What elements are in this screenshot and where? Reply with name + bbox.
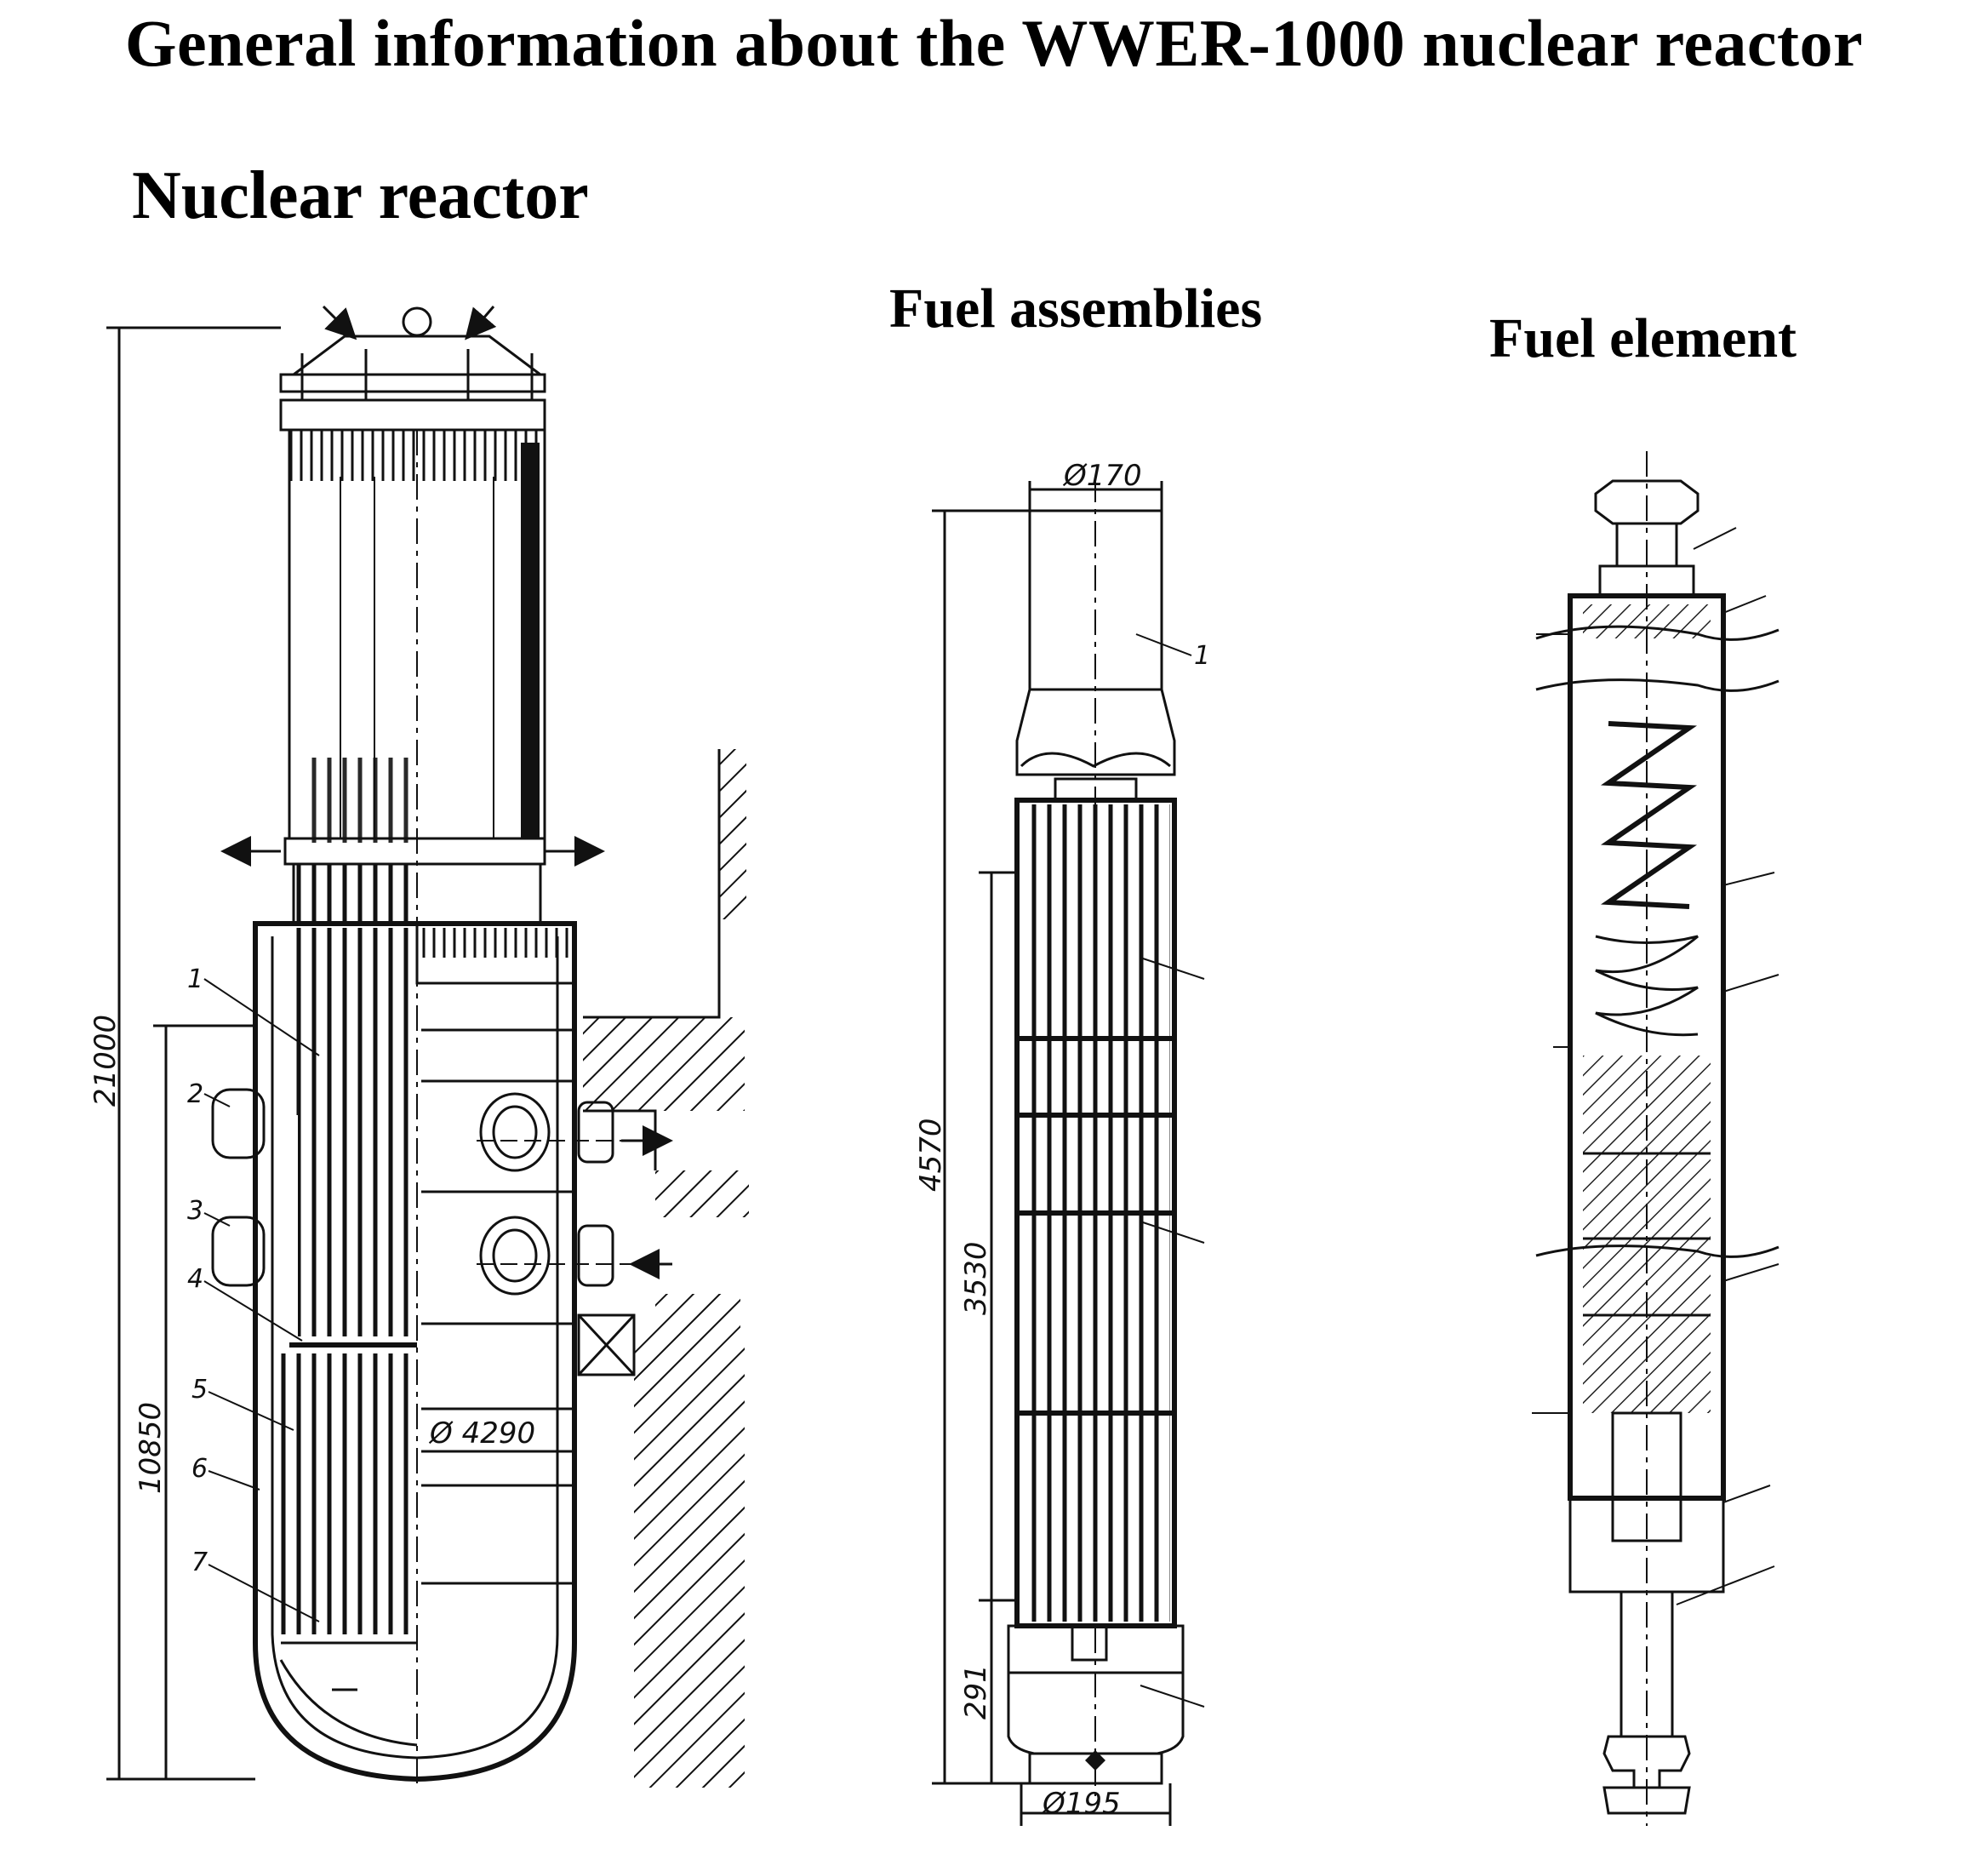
callout-2: 2 bbox=[187, 1079, 203, 1109]
reactor-drawing: 21000 10850 Ø 4290 1 2 3 4 5 6 7 bbox=[89, 305, 749, 1788]
callout-1: 1 bbox=[187, 964, 203, 994]
reactor-vessel bbox=[253, 921, 577, 1782]
dim-fa-bottom-length: 291 bbox=[959, 1664, 993, 1720]
dim-lower-height: 10850 bbox=[134, 1402, 168, 1494]
dim-fa-active-length: 3530 bbox=[959, 1241, 993, 1315]
concrete-wall-upper bbox=[719, 749, 746, 919]
dim-fa-total-length: 4570 bbox=[914, 1118, 948, 1192]
concrete-slot bbox=[655, 1170, 749, 1217]
fuel-assemblies-heading: Fuel assemblies bbox=[889, 278, 1263, 340]
dim-total-height: 21000 bbox=[89, 1015, 123, 1107]
dim-vessel-diameter: Ø 4290 bbox=[428, 1416, 535, 1451]
callout-6: 6 bbox=[191, 1454, 208, 1484]
support-box bbox=[577, 1313, 636, 1376]
fa-callout-1: 1 bbox=[1194, 641, 1210, 671]
page-title: General information about the WWER-1000 … bbox=[124, 6, 1864, 80]
dim-fa-bottom-diameter: Ø195 bbox=[1041, 1787, 1121, 1821]
callout-5: 5 bbox=[191, 1375, 208, 1405]
dim-fa-top-diameter: Ø170 bbox=[1062, 459, 1142, 493]
concrete-ledge-lower bbox=[655, 1294, 740, 1328]
callout-7: 7 bbox=[191, 1548, 208, 1577]
callout-3: 3 bbox=[187, 1196, 203, 1226]
concrete-ledge-upper bbox=[583, 1017, 745, 1111]
fuel-assembly-drawing: Ø170 4570 3530 291 Ø195 1 bbox=[914, 459, 1210, 1826]
fe-top-plug bbox=[1594, 479, 1700, 525]
fuel-element-drawing bbox=[1532, 451, 1779, 1826]
fuel-element-heading: Fuel element bbox=[1489, 307, 1797, 369]
callout-4: 4 bbox=[187, 1264, 203, 1294]
concrete-wall-lower bbox=[634, 1328, 745, 1788]
reactor-heading: Nuclear reactor bbox=[132, 158, 589, 233]
fe-spring bbox=[1600, 721, 1698, 909]
